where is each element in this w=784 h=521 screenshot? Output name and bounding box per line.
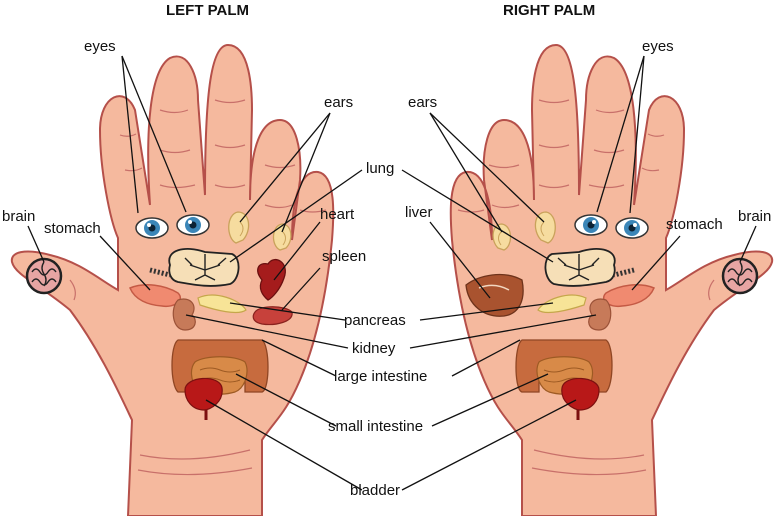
- label-ears-right: ears: [408, 94, 438, 111]
- right-palm: [451, 45, 772, 516]
- leader-lines: [27, 55, 757, 491]
- label-brain-left: brain: [2, 208, 36, 225]
- label-ears-left: ears: [324, 94, 354, 111]
- label-brain-right: brain: [738, 208, 772, 225]
- heart-icon: [257, 259, 286, 301]
- left-palm-title: LEFT PALM: [166, 2, 250, 19]
- label-heart: heart: [320, 206, 355, 223]
- label-spleen: spleen: [322, 248, 367, 265]
- label-liver: liver: [405, 204, 433, 221]
- label-stomach-right: stomach: [666, 216, 723, 233]
- label-stomach-left: stomach: [44, 220, 101, 237]
- label-eyes-left: eyes: [84, 38, 116, 55]
- label-pancreas: pancreas: [344, 312, 406, 329]
- label-bladder: bladder: [350, 482, 401, 499]
- right-palm-title: RIGHT PALM: [503, 2, 596, 19]
- pancreas-icon: [197, 294, 247, 314]
- label-kidney: kidney: [352, 340, 396, 357]
- label-lung: lung: [366, 160, 395, 177]
- pancreas-icon: [537, 294, 587, 314]
- label-eyes-right: eyes: [642, 38, 674, 55]
- label-small-intestine: small intestine: [328, 418, 424, 435]
- label-large-intestine: large intestine: [334, 368, 428, 385]
